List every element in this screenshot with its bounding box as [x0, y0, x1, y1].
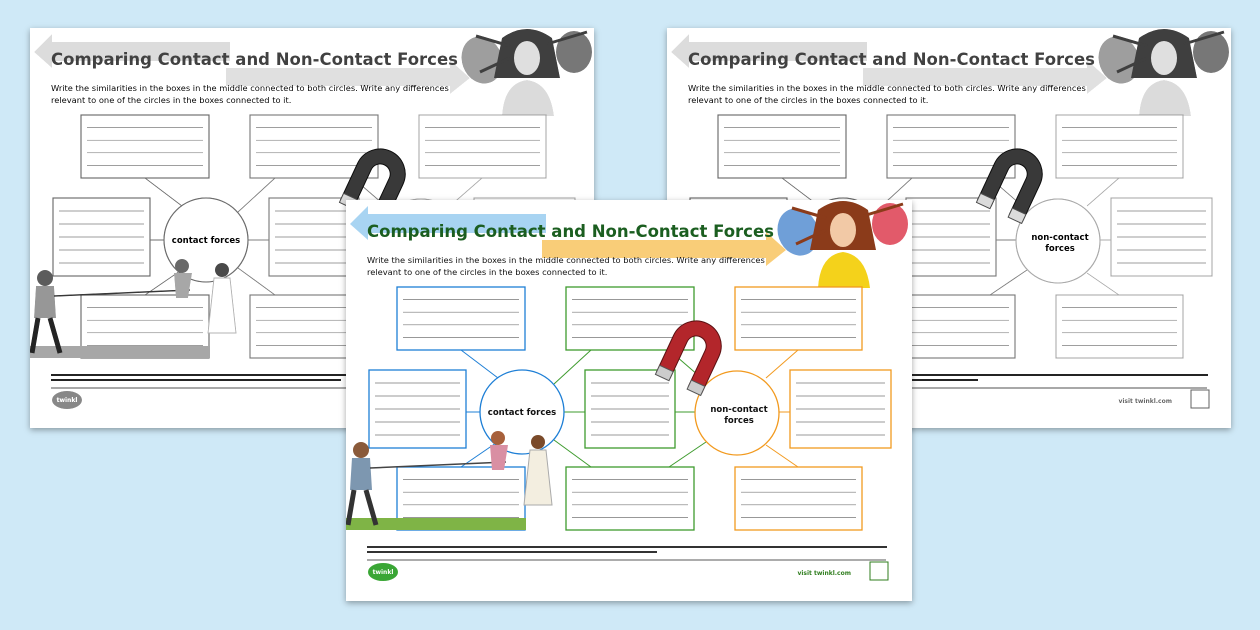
- horseshoe-magnet-illustration: [975, 148, 1043, 225]
- blue-arrow-decoration: [34, 34, 230, 68]
- contact-box-top: [80, 114, 210, 179]
- quality-badge: [1190, 389, 1210, 409]
- contact-box-top: [717, 114, 847, 179]
- non-contact-forces-circle: [1015, 198, 1101, 284]
- yellow-arrow-decoration: [542, 232, 786, 266]
- instructions-line2: relevant to one of the circles in the bo…: [51, 95, 291, 105]
- tug-of-war-illustration: [30, 259, 237, 358]
- twinkl-logo-group: twinkl: [52, 391, 82, 409]
- instructions-line2: relevant to one of the circles in the bo…: [688, 95, 928, 105]
- writing-lines: [375, 299, 885, 518]
- yellow-arrow-decoration: [863, 60, 1107, 94]
- instructions-line1: Write the similarities in the boxes in t…: [51, 83, 449, 93]
- non-contact-label-line2: forces: [1045, 244, 1075, 254]
- contact-forces-label: contact forces: [172, 236, 240, 246]
- worksheet-preview-colour: Comparing Contact and Non-Contact Forces…: [346, 200, 912, 601]
- website-text: visit twinkl.com: [1118, 398, 1172, 405]
- noncontact-box-top: [1055, 114, 1184, 179]
- worksheet-title: Comparing Contact and Non-Contact Forces: [51, 50, 458, 69]
- girl-with-balloons-illustration: [777, 201, 908, 288]
- contact-box-top: [396, 286, 526, 351]
- similarity-box-bottom: [565, 466, 695, 531]
- twinkl-logo: twinkl: [373, 569, 394, 576]
- worksheet-title: Comparing Contact and Non-Contact Forces: [367, 222, 774, 241]
- non-contact-forces-circle: [694, 370, 780, 456]
- girl-with-balloons-illustration: [461, 29, 592, 116]
- twinkl-logo: twinkl: [57, 397, 78, 404]
- girl-with-balloons-illustration: [1098, 29, 1229, 116]
- tug-of-war-illustration: [346, 431, 553, 530]
- connector-lines: [460, 349, 799, 468]
- noncontact-box-top: [418, 114, 547, 179]
- yellow-arrow-decoration: [226, 60, 470, 94]
- twinkl-logo-group: twinkl: [368, 563, 398, 581]
- non-contact-label-line1: non-contact: [710, 405, 767, 415]
- instructions-line1: Write the similarities in the boxes in t…: [367, 255, 765, 265]
- non-contact-label-line2: forces: [724, 416, 754, 426]
- noncontact-box-bottom: [734, 466, 863, 531]
- quality-badge: [869, 561, 889, 581]
- worksheet-title: Comparing Contact and Non-Contact Forces: [688, 50, 1095, 69]
- instructions-line2: relevant to one of the circles in the bo…: [367, 267, 607, 277]
- blue-arrow-decoration: [350, 206, 546, 240]
- blue-arrow-decoration: [671, 34, 867, 68]
- instructions-line1: Write the similarities in the boxes in t…: [688, 83, 1086, 93]
- noncontact-box-top: [734, 286, 863, 351]
- non-contact-label-line1: non-contact: [1031, 233, 1088, 243]
- horseshoe-magnet-illustration: [654, 320, 722, 397]
- website-text: visit twinkl.com: [797, 570, 851, 577]
- contact-forces-label: contact forces: [488, 408, 556, 418]
- noncontact-box-bottom: [1055, 294, 1184, 359]
